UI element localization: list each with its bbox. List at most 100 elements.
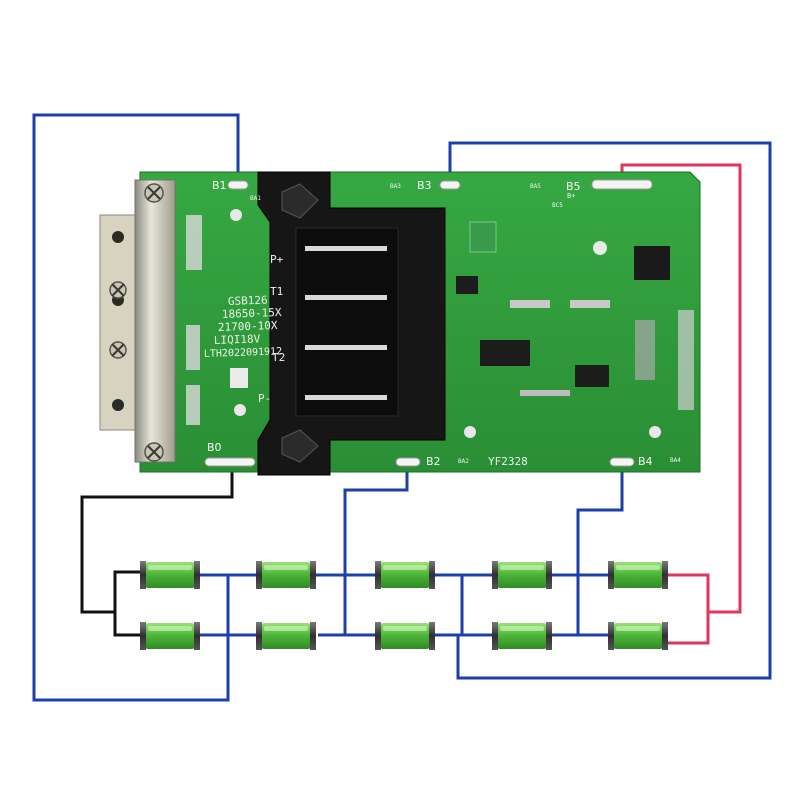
terminal-backplate [99, 214, 141, 431]
wire-b0-branch [113, 570, 140, 612]
cell-cap [310, 622, 316, 650]
connector-window [295, 227, 399, 417]
smd [186, 215, 202, 270]
battery-cell [608, 622, 668, 650]
wires [32, 113, 772, 702]
pad-b4 [609, 457, 635, 467]
ic-chip [230, 368, 248, 388]
label-b4: B4 [638, 455, 653, 468]
pad-b3 [439, 180, 461, 190]
hole [112, 399, 124, 411]
silk-p-minus: P- [258, 392, 271, 405]
silk-p-plus: P+ [270, 253, 284, 266]
silk-model-5: LTH2022091912 [204, 346, 283, 360]
cell-cap [608, 622, 614, 650]
cell-shine [264, 565, 308, 570]
screw-slots [111, 186, 161, 459]
cell-cap [608, 561, 614, 589]
cell-shine [500, 565, 544, 570]
terminal-bar [134, 179, 176, 463]
cell-shine [616, 565, 660, 570]
smd [186, 325, 200, 370]
cell-cap [662, 561, 668, 589]
silk-ba2: BA2 [458, 458, 469, 465]
via [230, 209, 242, 221]
components [186, 209, 694, 438]
cell-cap [492, 561, 498, 589]
battery-cell [256, 622, 316, 650]
ic-chip [634, 246, 670, 280]
connector-clip-top [281, 183, 319, 219]
smd [186, 385, 200, 425]
cell-cap [194, 622, 200, 650]
ic-chip [575, 365, 609, 387]
cell-cap [429, 622, 435, 650]
cell-cap [256, 622, 262, 650]
label-b1: B1 [212, 179, 227, 192]
cell-cap [492, 622, 498, 650]
silk-maker: YF2328 [488, 455, 528, 468]
cell-shine [616, 626, 660, 631]
wire-b0 [80, 462, 234, 637]
pad-b2 [395, 457, 421, 467]
silk-t1: T1 [270, 285, 283, 298]
battery-cell [140, 622, 200, 650]
connector-pins [305, 246, 387, 400]
battery-cell [492, 561, 552, 589]
smd [520, 390, 570, 396]
via [593, 241, 607, 255]
battery-cell [375, 622, 435, 650]
silkscreen: GSB126 18650-15X 21700-10X LIQI18V LTH20… [204, 183, 682, 468]
cell-cap [194, 561, 200, 589]
hole [112, 231, 124, 243]
via [464, 426, 476, 438]
cell-shine [264, 626, 308, 631]
cell-shine [148, 626, 192, 631]
cell-shine [383, 565, 427, 570]
silk-ba4: BA4 [670, 457, 681, 464]
via [234, 404, 246, 416]
ic-chip [480, 340, 530, 366]
battery-cell [375, 561, 435, 589]
silk-bc5: BC5 [552, 202, 563, 209]
cell-shine [500, 626, 544, 631]
smd [570, 300, 610, 308]
battery-cells [140, 561, 668, 650]
pcb-board: B1 B3 B5 B0 B2 B4 GSB126 18650-15X 21700… [99, 171, 701, 476]
cell-cap [310, 561, 316, 589]
cell-cap [140, 561, 146, 589]
wire-b5-branch [668, 573, 710, 612]
smd [635, 320, 655, 380]
connector-clip-bottom [281, 429, 319, 463]
pin [305, 395, 387, 400]
pad-b0 [204, 457, 256, 467]
pad-b5 [591, 179, 653, 190]
silk-t2: T2 [272, 351, 285, 364]
cell-shine [148, 565, 192, 570]
pin [305, 345, 387, 350]
cell-cap [546, 561, 552, 589]
battery-cell [492, 622, 552, 650]
label-b5: B5 [566, 180, 581, 193]
pad-b1 [227, 180, 249, 190]
cell-cap [375, 622, 381, 650]
pin [305, 295, 387, 300]
smd [510, 300, 550, 308]
ic-chip [469, 221, 497, 253]
wire-b5 [620, 163, 742, 645]
solder-pads [204, 179, 653, 467]
silk-ba5: BA5 [530, 183, 541, 190]
via [649, 426, 661, 438]
silk-model-2: 18650-15X [222, 306, 282, 321]
cell-cap [256, 561, 262, 589]
silk-ba1: BA1 [250, 195, 261, 202]
pad-labels: B1 B3 B5 B0 B2 B4 [207, 179, 653, 468]
silk-b5-plus: B+ [567, 192, 575, 200]
ic-chip [456, 276, 478, 294]
label-b0: B0 [207, 441, 222, 454]
label-b3: B3 [417, 179, 432, 192]
cell-cap [375, 561, 381, 589]
pin [305, 246, 387, 251]
silk-model-4: LIQI18V [214, 332, 261, 347]
